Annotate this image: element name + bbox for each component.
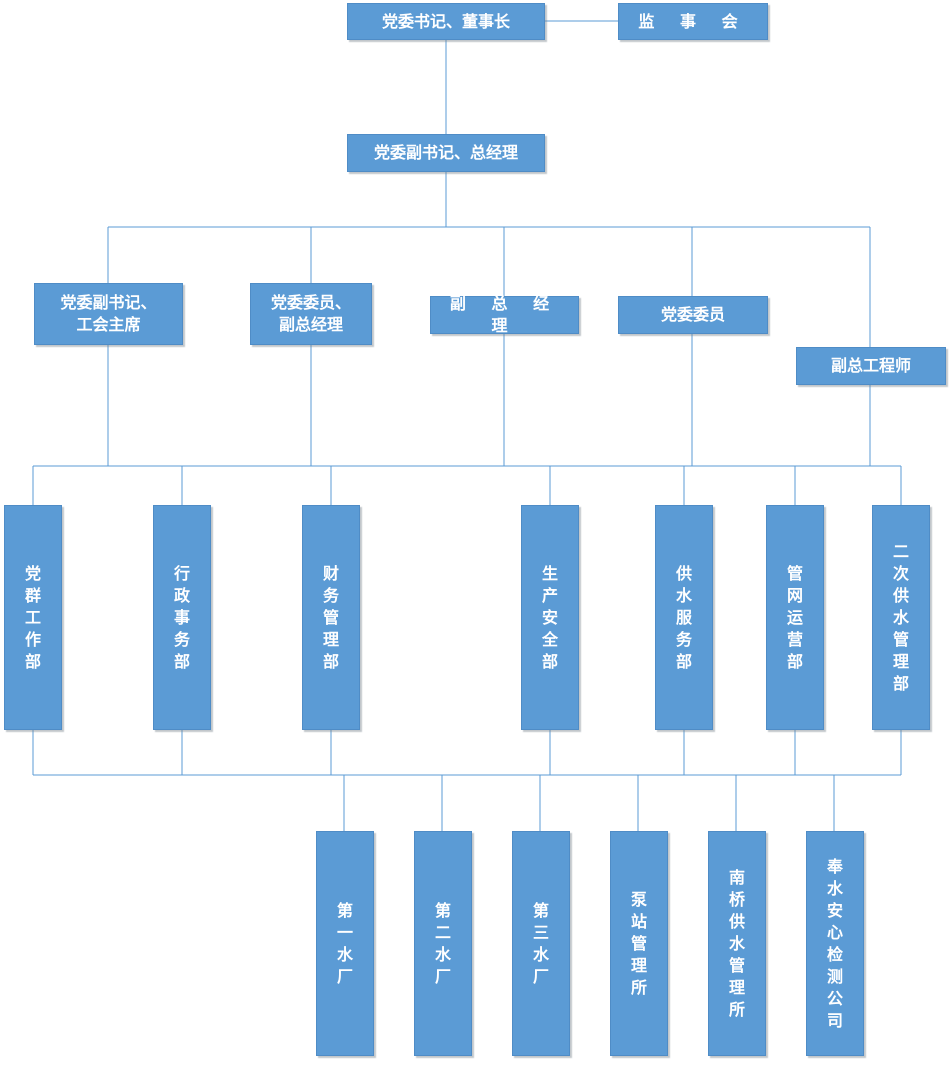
unit-box: 第二水厂	[414, 831, 472, 1056]
leader-box-committee-member: 党委委员	[618, 296, 768, 334]
unit-label: 第一水厂	[336, 900, 353, 986]
leader-label: 副 总 经 理	[449, 294, 560, 335]
department-box: 二次供水管理部	[872, 505, 930, 730]
unit-box: 第三水厂	[512, 831, 570, 1056]
department-box: 供水服务部	[655, 505, 713, 730]
department-box: 财务管理部	[302, 505, 360, 730]
leader-label: 副总工程师	[830, 356, 911, 375]
department-label: 管网运营部	[786, 563, 803, 671]
unit-box: 泵站管理所	[610, 831, 668, 1056]
leader-box-deputy-secretary-union: 党委副书记、 工会主席	[34, 283, 183, 345]
department-box: 管网运营部	[766, 505, 824, 730]
leader-box-deputy-chief-engineer: 副总工程师	[796, 347, 946, 385]
department-label: 二次供水管理部	[892, 541, 909, 693]
department-label: 党群工作部	[24, 563, 41, 671]
department-label: 供水服务部	[675, 563, 692, 671]
supervisory-board-label: 监 事 会	[638, 11, 748, 31]
unit-label: 南桥供水管理所	[728, 867, 745, 1019]
leader-label: 党委副书记、 工会主席	[60, 293, 157, 334]
general-manager-box: 党委副书记、总经理	[347, 134, 545, 172]
unit-box: 第一水厂	[316, 831, 374, 1056]
department-box: 党群工作部	[4, 505, 62, 730]
leader-label: 党委委员、 副总经理	[270, 293, 351, 334]
leader-box-deputy-gm: 副 总 经 理	[430, 294, 579, 335]
department-box: 行政事务部	[153, 505, 211, 730]
supervisory-board-box: 监 事 会	[618, 3, 768, 40]
unit-label: 泵站管理所	[630, 889, 647, 997]
unit-box: 奉水安心检测公司	[806, 831, 864, 1056]
unit-label: 第二水厂	[434, 900, 451, 986]
unit-box: 南桥供水管理所	[708, 831, 766, 1056]
general-manager-label: 党委副书记、总经理	[373, 143, 518, 162]
department-label: 行政事务部	[173, 563, 190, 671]
chairman-label: 党委书记、董事长	[381, 11, 510, 31]
department-label: 财务管理部	[322, 563, 339, 671]
department-box: 生产安全部	[521, 505, 579, 730]
leader-label: 党委委员	[660, 305, 725, 324]
leader-box-committee-deputy-gm: 党委委员、 副总经理	[250, 283, 372, 345]
unit-label: 奉水安心检测公司	[826, 856, 843, 1030]
unit-label: 第三水厂	[532, 900, 549, 986]
chairman-box: 党委书记、董事长	[347, 3, 545, 40]
department-label: 生产安全部	[541, 563, 558, 671]
